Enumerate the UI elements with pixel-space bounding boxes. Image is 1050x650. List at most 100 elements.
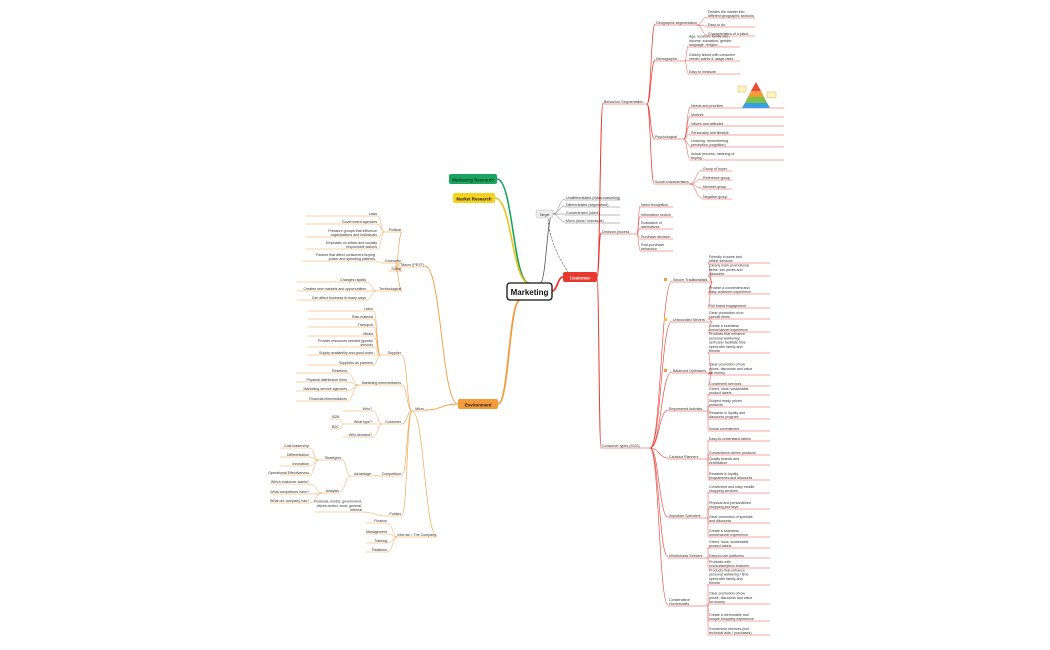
strategies-label[interactable]: Strategies <box>325 456 341 460</box>
internal-item[interactable]: Finance <box>374 519 387 523</box>
target-item[interactable]: Concentrated (niche) <box>566 211 600 215</box>
publics-item[interactable]: Financial, media, government,citizen-act… <box>314 500 362 512</box>
micro-item[interactable]: Suppliers as partners <box>339 361 373 365</box>
psychological-item[interactable]: Learning, remembering,perception (cognit… <box>691 139 729 147</box>
micro-item[interactable]: What type? <box>354 420 372 424</box>
geographic[interactable]: Geographic segmentation <box>656 21 697 25</box>
macro-pest[interactable]: Macro (PEST) <box>401 263 424 267</box>
macro-item[interactable]: Changes rapidly <box>340 278 366 282</box>
micro-item[interactable]: Transport <box>358 323 373 327</box>
demographic-item[interactable]: Age, location, family size,income, educa… <box>689 35 732 47</box>
consumer-type-item[interactable]: Convenience-driven products <box>709 451 756 455</box>
micro-internal[interactable]: Internal = The Company <box>397 533 436 537</box>
geographic-item[interactable]: Easy to do <box>708 23 725 27</box>
advantage-item[interactable]: Operational Effectiveness <box>268 471 309 475</box>
analysis-item[interactable]: Which customer wants? <box>271 480 309 484</box>
consumer-types[interactable]: Consumer types (2022) <box>602 444 640 448</box>
psychological-item[interactable]: Motives <box>691 113 704 117</box>
marketing-research-node[interactable]: Marketing Research <box>449 174 497 184</box>
internal-item[interactable]: Training <box>374 539 387 543</box>
micro-item[interactable]: Labor <box>364 307 374 311</box>
psychological-item[interactable]: Needs and priorities <box>691 104 723 108</box>
consumer-type-unbound[interactable]: Unbounded Strivers <box>673 318 705 322</box>
advantage-item[interactable]: Innovation <box>292 462 309 466</box>
geographic-item[interactable]: Characteristics of a place <box>708 32 748 36</box>
social-characteristics-item[interactable]: Reference group <box>703 176 730 180</box>
consumer-type-item[interactable]: Convenient services <box>709 382 742 386</box>
macro-tech[interactable]: Technological <box>379 287 401 291</box>
competition-analysis[interactable]: Analysis <box>326 489 340 493</box>
macro-item[interactable]: Laws <box>369 212 378 216</box>
micro-item[interactable]: Physical distribution firms <box>306 378 347 382</box>
decision-step[interactable]: Need recognition <box>641 203 668 207</box>
demographic-item[interactable]: Easy to measure <box>689 70 716 74</box>
behaviour-segmentation[interactable]: Behaviour Segmentation <box>604 100 643 104</box>
target-item[interactable]: Differentiated (segmented) <box>566 203 608 207</box>
social-characteristics-item[interactable]: Group of buyer <box>703 167 728 171</box>
advantage-item[interactable]: Cost leadership <box>284 444 309 448</box>
macro-political[interactable]: Political <box>389 228 402 232</box>
micro-item[interactable]: Who? <box>363 407 372 411</box>
psychological-item[interactable]: Personality and lifestyle <box>691 131 729 135</box>
micro-supplier[interactable]: Supplier <box>388 351 402 355</box>
decision-process[interactable]: Decision process <box>602 230 630 234</box>
consumer-type-cautious[interactable]: Cautious Planners <box>669 455 699 459</box>
customer-type[interactable]: B2B <box>332 415 339 419</box>
analysis-item[interactable]: What our company has? <box>270 499 309 503</box>
micro[interactable]: Micro <box>415 407 424 411</box>
social-characteristics[interactable]: Social characteristics <box>655 180 689 184</box>
target-item[interactable]: Undifferentiated (Mass marketing) <box>566 196 620 200</box>
internal-item[interactable]: Management <box>366 530 387 534</box>
customer-type[interactable]: B2C <box>332 425 339 429</box>
consumer-type-item[interactable]: Social commitment <box>709 427 739 431</box>
consumer-type-item[interactable]: Easy-to-use platforms <box>709 554 744 558</box>
macro-item[interactable]: Can affect business in many ways <box>312 296 366 300</box>
consumer-type-mindful[interactable]: Mindfulness Seekers <box>669 554 703 558</box>
target-item[interactable]: Micro (local / individual) <box>566 219 604 223</box>
macro-social[interactable]: Social <box>391 267 401 271</box>
customer-node[interactable]: Customer <box>563 272 597 282</box>
micro-intermediaries[interactable]: Marketing intermediaries <box>362 381 402 385</box>
consumer-type-impulsive[interactable]: Impulsive Spenders <box>669 514 701 518</box>
micro-item[interactable]: Resellers <box>332 369 347 373</box>
micro-item[interactable]: Provide resources needed (goods/service) <box>318 339 373 347</box>
micro-item[interactable]: Why demand? <box>349 433 372 437</box>
consumer-type-balanced[interactable]: Balanced Optimisers <box>673 369 706 373</box>
consumer-type-item[interactable]: Convenient services (incl.technical aids… <box>709 627 752 635</box>
internal-item[interactable]: Relations <box>372 548 387 552</box>
macro-item[interactable]: Creates new markets and opportunities <box>303 287 366 291</box>
macro-item[interactable]: Government agencies <box>342 220 377 224</box>
environment-node[interactable]: Environment <box>458 399 498 409</box>
demographic[interactable]: Demographic <box>656 57 678 61</box>
decision-step[interactable]: Purchase decision <box>641 235 670 239</box>
root-node[interactable]: Marketing <box>506 282 553 301</box>
decision-step[interactable]: Information search <box>641 213 671 217</box>
micro-item[interactable]: Supply availability and good costs <box>319 351 373 355</box>
